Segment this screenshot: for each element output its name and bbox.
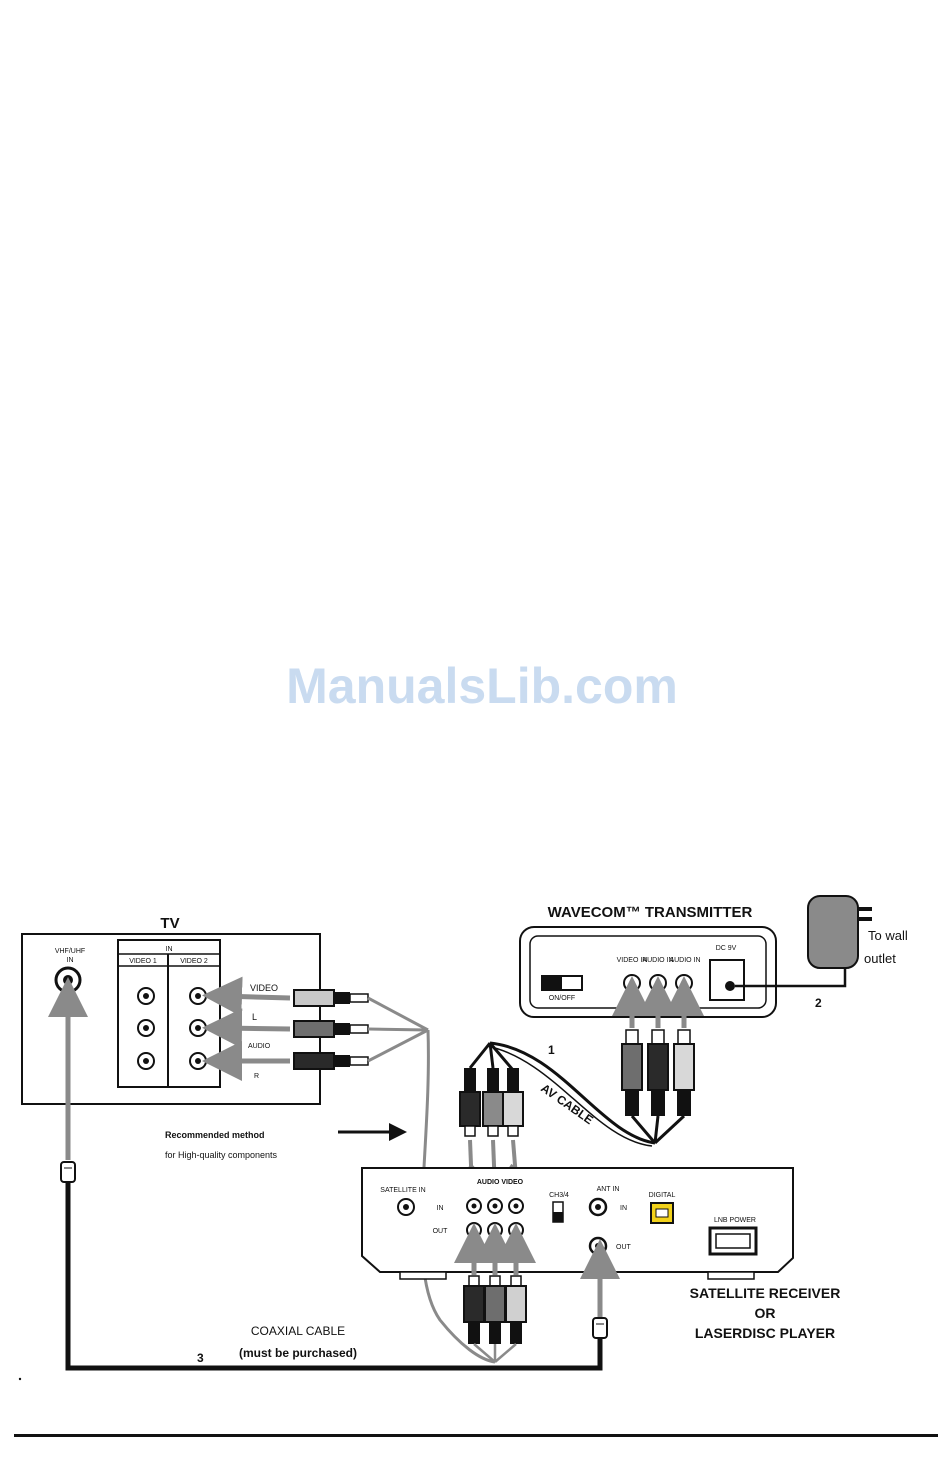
receiver-out-jack-audio-r[interactable]	[508, 1222, 524, 1238]
transmitter-jack-label-3: AUDIO IN	[669, 957, 700, 964]
adapter-label-line2: outlet	[864, 951, 896, 966]
tv-input-arrows	[202, 976, 291, 1081]
receiver-out-label: OUT	[616, 1244, 632, 1251]
coaxial-cable	[48, 977, 620, 1371]
transmitter-jack-label-1: VIDEO IN	[617, 957, 648, 964]
receiver-title-line3: LASERDISC PLAYER	[695, 1325, 835, 1341]
tv-video2-header: VIDEO 2	[180, 958, 208, 965]
receiver-out-plug-audio-l[interactable]	[484, 1275, 506, 1344]
tv-jack-audio-l1[interactable]	[137, 1019, 155, 1037]
bottom-rule	[14, 1434, 938, 1437]
receiver-ant-in-label: ANT IN	[597, 1186, 620, 1193]
tv-label-video: VIDEO	[250, 983, 278, 993]
tv-title: TV	[160, 915, 179, 932]
transmitter-power-label: DC 9V	[716, 945, 737, 952]
receiver-in-plug-audio-l[interactable]	[482, 1068, 504, 1137]
av-cable-tv-to-receiver	[367, 996, 496, 1364]
transmitter-jack-label-2: AUDIO IN	[642, 957, 673, 964]
note-line1: Recommended method	[165, 1130, 265, 1140]
stray-dot	[18, 1377, 22, 1381]
receiver-in-jack-audio-l[interactable]	[487, 1198, 503, 1214]
power-adapter[interactable]	[807, 895, 872, 969]
receiver-out-plug-wires	[473, 1343, 517, 1363]
transmitter-power-jack[interactable]	[709, 959, 745, 1001]
step-2-label: 2	[815, 996, 822, 1010]
receiver-ch-switch[interactable]	[552, 1201, 564, 1223]
receiver-lnb-label: LNB POWER	[714, 1217, 756, 1224]
transmitter-switch-label: ON/OFF	[549, 995, 575, 1002]
receiver-in-plug-video[interactable]	[459, 1068, 481, 1137]
receiver-title-line1: SATELLITE RECEIVER	[690, 1285, 841, 1301]
receiver-title-line2: OR	[755, 1305, 776, 1321]
power-cord	[735, 968, 847, 988]
receiver-ant-in-jack[interactable]	[588, 1197, 608, 1217]
step-3-label: 3	[197, 1351, 204, 1365]
tv-antenna-label: VHF/UHF	[55, 948, 85, 955]
transmitter-jack-audio-l[interactable]	[649, 974, 667, 992]
receiver-in-jack-audio-r[interactable]	[508, 1198, 524, 1214]
tv-video1-header: VIDEO 1	[129, 958, 157, 965]
coax-label-line2: (must be purchased)	[239, 1346, 357, 1360]
tv-antenna-jack[interactable]	[54, 966, 82, 994]
note-line2: for High-quality components	[165, 1150, 278, 1160]
step-1-label: 1	[548, 1043, 555, 1057]
tv-in-header: IN	[166, 946, 173, 953]
transmitter-jack-video[interactable]	[623, 974, 641, 992]
tv-antenna-label-in: IN	[67, 957, 74, 964]
av-cable-label: AV CABLE	[538, 1081, 596, 1127]
receiver-in-jack-video[interactable]	[466, 1198, 482, 1214]
tv-jack-video2[interactable]	[189, 987, 207, 1005]
receiver-antenna-in-label: SATELLITE IN	[380, 1187, 425, 1194]
receiver-out-plug-video[interactable]	[463, 1275, 485, 1344]
receiver-row-in: IN	[437, 1205, 444, 1212]
av-cable	[468, 1041, 686, 1147]
receiver-output-arrows	[454, 1223, 536, 1275]
receiver-out-jack-audio-l[interactable]	[487, 1222, 503, 1238]
receiver-out-jack[interactable]	[588, 1236, 608, 1256]
receiver-out-jack-video[interactable]	[466, 1222, 482, 1238]
coax-plug-tv[interactable]	[60, 1161, 76, 1183]
coax-label-line1: COAXIAL CABLE	[251, 1324, 345, 1338]
coax-plug-receiver[interactable]	[592, 1317, 608, 1339]
receiver-av-header: AUDIO VIDEO	[477, 1179, 524, 1186]
transmitter-plug-audio-r[interactable]	[673, 1029, 695, 1116]
transmitter-unit: WAVECOM™ TRANSMITTER ON/OFF VIDEO IN AUD…	[519, 904, 777, 1018]
receiver-in-plug-audio-r[interactable]	[502, 1068, 524, 1137]
tv-plug-audio-l[interactable]	[293, 1020, 369, 1038]
tv-plug-video[interactable]	[293, 989, 369, 1007]
receiver-lnb-port[interactable]	[708, 1226, 758, 1256]
receiver-out-plug-audio-r[interactable]	[505, 1275, 527, 1344]
adapter-label-line1: To wall	[868, 928, 908, 943]
tv-jack-audio-l2[interactable]	[189, 1019, 207, 1037]
receiver-in-label: IN	[620, 1205, 627, 1212]
transmitter-plug-video[interactable]	[621, 1029, 643, 1116]
transmitter-title: WAVECOM™ TRANSMITTER	[548, 904, 753, 921]
tv-jack-audio-r2[interactable]	[189, 1052, 207, 1070]
tv-plug-audio-r[interactable]	[293, 1052, 369, 1070]
tv-label-audio: AUDIO	[248, 1043, 271, 1050]
tv-jack-audio-r1[interactable]	[137, 1052, 155, 1070]
receiver-antenna-jack[interactable]	[397, 1198, 415, 1216]
tv-label-r: R	[254, 1073, 259, 1080]
transmitter-power-switch[interactable]	[541, 975, 583, 991]
receiver-digital-label: DIGITAL	[649, 1192, 676, 1199]
receiver-unit: SATELLITE IN AUDIO VIDEO IN OUT CH3/4 AN…	[361, 1167, 794, 1280]
transmitter-plug-audio-l[interactable]	[647, 1029, 669, 1116]
receiver-switch-label: CH3/4	[549, 1192, 569, 1199]
watermark: ManualsLib.com	[286, 658, 678, 714]
tv-label-l: L	[252, 1012, 257, 1022]
receiver-digital-port[interactable]	[650, 1202, 674, 1224]
receiver-row-out: OUT	[433, 1228, 449, 1235]
tv-jack-video1[interactable]	[137, 987, 155, 1005]
transmitter-input-arrows	[612, 976, 704, 1028]
transmitter-jack-audio-r[interactable]	[675, 974, 693, 992]
